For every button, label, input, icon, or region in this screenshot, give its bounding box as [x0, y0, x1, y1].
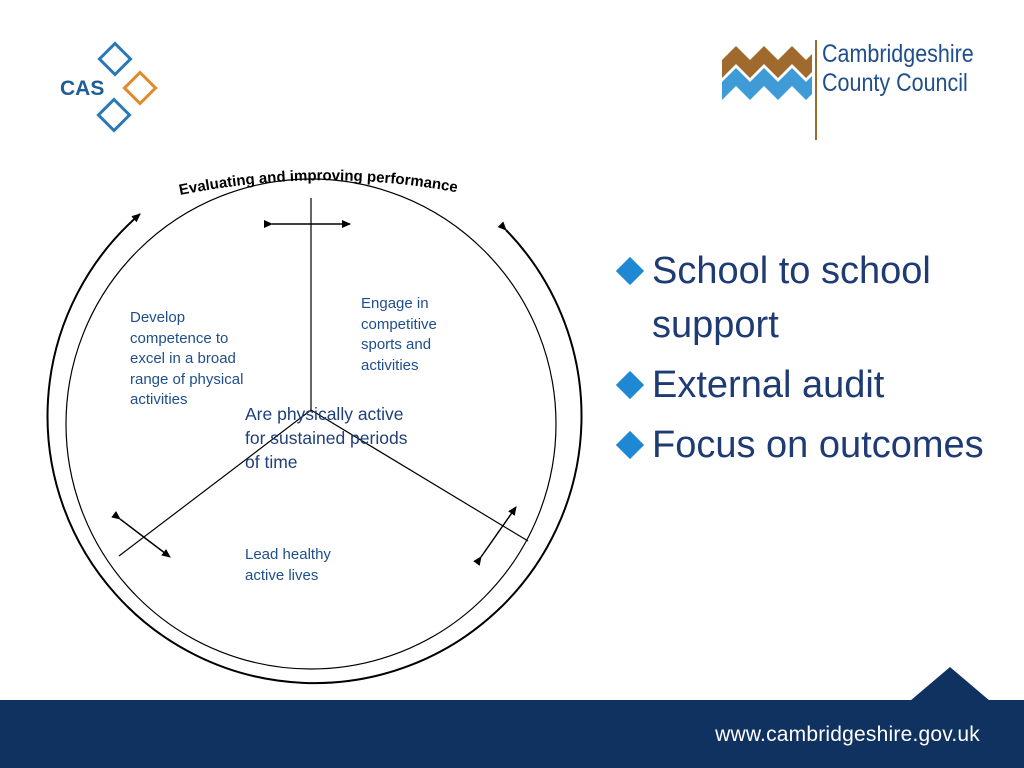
bullet-item: External audit	[615, 358, 996, 412]
bullet-text: External audit	[652, 364, 885, 406]
inner-circle	[65, 178, 557, 670]
right-double-arrow	[473, 506, 517, 566]
segment-label-right: Engage in competitive sports and activit…	[361, 295, 437, 374]
left-double-arrow	[111, 510, 171, 558]
bullet-item: Focus on outcomes	[615, 418, 996, 472]
center-label: Are physically active for sustained peri…	[245, 404, 408, 472]
segment-label-bottom: Lead healthy active lives	[245, 546, 331, 584]
bullet-text: Focus on outcomes	[652, 424, 984, 466]
council-name-line-2: County Council	[822, 69, 968, 97]
footer-tab	[910, 667, 990, 701]
arc-title: Evaluating and improving performance	[178, 167, 460, 199]
footer-url: www.cambridgeshire.gov.uk	[715, 723, 980, 746]
cas-logo-text: CAS	[60, 77, 105, 100]
council-name: Cambridgeshire County Council	[822, 40, 974, 98]
arc-title-path: Evaluating and improving performance	[178, 167, 460, 199]
council-name-line-1: Cambridgeshire	[822, 40, 974, 68]
council-logo-mark	[722, 40, 817, 140]
diamond-bullet-icon	[615, 430, 645, 460]
performance-diagram: Evaluating and improving performance	[46, 167, 583, 685]
bullet-text: School to school support	[652, 250, 931, 346]
bullet-item: School to school support	[615, 244, 996, 352]
footer-bar	[0, 700, 1024, 768]
segment-label-left: Develop competence to excel in a broad r…	[130, 309, 244, 408]
cas-logo	[96, 41, 158, 133]
bullet-list: School to school support External audit …	[615, 244, 996, 478]
diamond-bullet-icon	[615, 256, 645, 286]
diamond-bullet-icon	[615, 370, 645, 400]
outer-cycle-arc	[46, 213, 583, 685]
